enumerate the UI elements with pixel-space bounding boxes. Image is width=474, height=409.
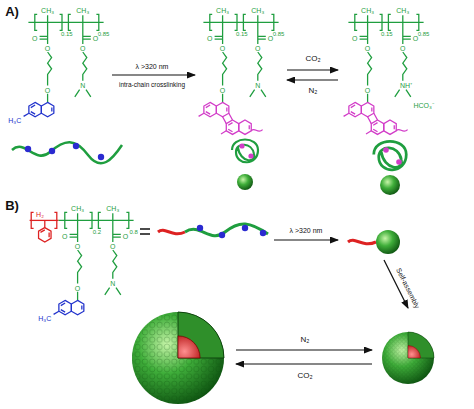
subscript-number: 0.15 — [236, 31, 248, 37]
dimer-dot — [248, 153, 253, 158]
atom-label: O — [220, 86, 225, 93]
atom-label: O — [93, 34, 98, 41]
atom-label: O — [268, 34, 273, 41]
atom-label: H₃C — [8, 117, 21, 124]
coumarin-ring — [24, 102, 54, 116]
step-label: Self-assembly — [395, 267, 421, 309]
atom-label: CH₃ — [76, 7, 89, 14]
panel-label: B) — [5, 199, 19, 212]
polystyrene-block — [30, 212, 59, 242]
atom-label: O — [80, 45, 85, 52]
polymer-backbone — [58, 212, 133, 300]
atom-label: N — [255, 81, 260, 88]
reaction-arrow — [274, 239, 338, 240]
condition-label: intra-chain crosslinking — [119, 82, 185, 89]
coumarin-dimer — [344, 102, 408, 134]
polymer-structure — [30, 212, 134, 314]
subscript-number: 0.2 — [93, 229, 101, 235]
atom-label: O — [352, 34, 357, 41]
polystyrene-chain — [158, 230, 185, 233]
coumarin-dot — [49, 148, 55, 154]
coumarin-dot — [73, 143, 79, 149]
ion-label: HCO₃⁻ — [413, 101, 433, 108]
condition-label: N₂ — [301, 336, 310, 344]
reaction-arrow — [287, 79, 338, 80]
atom-label: O — [123, 232, 128, 239]
coumarin-dot — [197, 225, 203, 231]
atom-label: O — [110, 243, 115, 250]
atom-label: O — [255, 45, 260, 52]
condition-label: λ >320 nm — [290, 227, 323, 234]
atom-label: O — [45, 45, 50, 52]
atom-label: O — [75, 243, 80, 250]
atom-label: O — [32, 34, 37, 41]
subscript-number: 0.85 — [98, 31, 110, 37]
atom-label: O — [220, 45, 225, 52]
polymer-structure — [199, 14, 279, 134]
atom-label: N — [110, 279, 115, 286]
atom-label: CH₃ — [216, 7, 229, 14]
condition-label: CO₂ — [297, 372, 312, 380]
subscript-number: 0.85 — [273, 31, 285, 37]
atom-label: CH₃ — [251, 7, 264, 14]
polymer-backbone — [28, 14, 103, 102]
atom-label: H₂ — [36, 211, 44, 218]
condition-label: N₂ — [309, 87, 318, 95]
condition-label: λ >320 nm — [136, 63, 169, 70]
atom-label: O — [75, 284, 80, 291]
atom-label: CH₃ — [361, 7, 374, 14]
atom-label: O — [365, 86, 370, 93]
polymer-backbone — [203, 14, 278, 102]
swollen-micelle — [132, 312, 224, 404]
atom-label: CH₃ — [106, 205, 119, 212]
condition-label: CO₂ — [305, 55, 320, 63]
coumarin-dot — [260, 230, 266, 236]
atom-label: NH⁺ — [400, 81, 412, 88]
polymer-chain — [185, 224, 268, 236]
equals-sign — [140, 229, 150, 234]
subscript-number: 0.85 — [418, 31, 430, 37]
nanoparticle — [237, 174, 253, 190]
reaction-arrow — [236, 363, 372, 364]
subscript-number: 0.15 — [61, 31, 73, 37]
polymer-chain — [12, 142, 122, 163]
atom-label: O — [45, 86, 50, 93]
atom-label: O — [365, 45, 370, 52]
swollen-coil — [374, 141, 407, 169]
polymer-structure — [344, 14, 424, 134]
coumarin-dot — [219, 232, 225, 238]
crosslinked-head — [376, 230, 400, 254]
dimer-dot — [239, 143, 244, 148]
atom-label: CH₃ — [71, 205, 84, 212]
atom-label: O — [413, 34, 418, 41]
crosslinked-coil — [232, 140, 258, 163]
micelle — [382, 332, 434, 384]
coumarin-ring — [54, 300, 84, 314]
coumarin-dot — [25, 146, 31, 152]
dimer-dot — [383, 147, 389, 153]
reaction-arrow — [287, 69, 338, 70]
coumarin-dot — [242, 225, 248, 231]
polystyrene-tail — [348, 240, 376, 243]
nanoparticle — [380, 175, 400, 195]
reaction-arrow — [236, 349, 372, 350]
coumarin-dot — [98, 154, 104, 160]
polymer-backbone — [348, 14, 423, 102]
atom-label: CH₃ — [396, 7, 409, 14]
panel-label: A) — [5, 5, 19, 18]
dimer-dot — [396, 159, 402, 165]
subscript-number: 0.8 — [129, 229, 137, 235]
coumarin-dimer — [199, 102, 263, 134]
atom-label: N — [80, 81, 85, 88]
atom-label: O — [62, 232, 67, 239]
subscript-number: 0.15 — [381, 31, 393, 37]
reaction-arrow — [112, 74, 195, 75]
atom-label: H₃C — [38, 315, 51, 322]
atom-label: O — [207, 34, 212, 41]
polymer-structure — [24, 14, 104, 116]
atom-label: CH₃ — [41, 7, 54, 14]
atom-label: O — [400, 45, 405, 52]
